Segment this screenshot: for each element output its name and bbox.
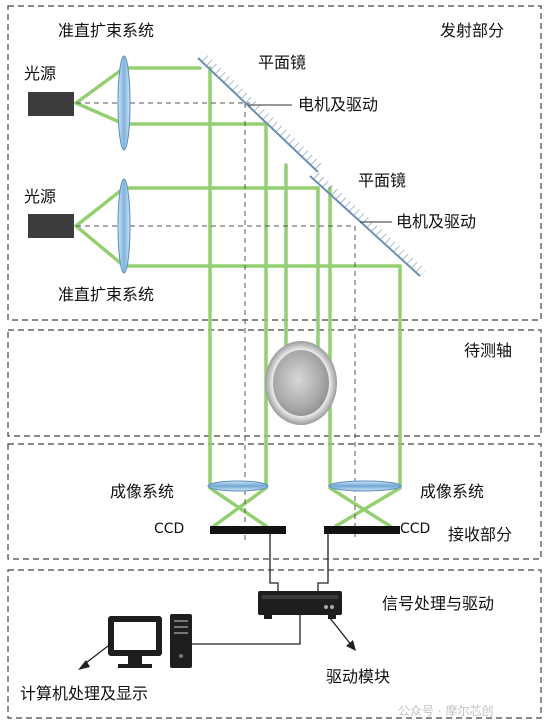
section-title-signal: 信号处理与驱动 [382, 594, 494, 613]
watermark: 公众号 · 摩尔芯创 [398, 703, 493, 718]
laser-beams [74, 66, 402, 528]
light-source-1 [28, 92, 74, 116]
label-motor-1: 电机及驱动 [298, 95, 378, 114]
beam-fan-bottom-2 [74, 224, 126, 268]
section-title-axis: 待测轴 [464, 341, 512, 360]
shaft-core [273, 350, 329, 416]
label-light-source-2: 光源 [24, 187, 56, 206]
label-drive-module: 驱动模块 [326, 667, 390, 686]
label-mirror-1: 平面镜 [258, 53, 306, 72]
label-ccd-left: CCD [154, 521, 184, 537]
signal-wires [190, 534, 329, 645]
beam-focus-left-2 [212, 486, 268, 528]
ccd-sensor-right [324, 526, 400, 534]
beam-fan-top-1 [74, 66, 126, 105]
arrow-to-drive-module [329, 617, 353, 647]
label-ccd-right: CCD [400, 521, 430, 537]
beam-focus-right-1 [328, 486, 392, 528]
imaging-lens-left [207, 480, 269, 492]
axis-section-frame [7, 329, 542, 437]
light-source-2 [28, 214, 74, 238]
label-light-source-1: 光源 [24, 64, 56, 83]
beam-fan-top-2 [74, 101, 126, 126]
section-title-transmit: 发射部分 [440, 21, 504, 40]
label-imaging-right: 成像系统 [420, 482, 484, 501]
label-collimator-bottom: 准直扩束系统 [58, 285, 154, 304]
mirror-2 [309, 170, 426, 277]
label-motor-2: 电机及驱动 [396, 212, 476, 231]
label-imaging-left: 成像系统 [110, 482, 174, 501]
section-title-receive: 接收部分 [448, 525, 512, 544]
drive-module-device [258, 591, 342, 619]
label-collimator-top: 准直扩束系统 [58, 21, 154, 40]
collimator-lens-1 [117, 55, 131, 151]
ccd-sensor-left [210, 526, 286, 534]
computer-icon [108, 614, 192, 668]
arrow-head-computer [78, 660, 90, 670]
label-computer: 计算机处理及显示 [20, 684, 148, 703]
beam-focus-right-2 [334, 486, 402, 528]
label-mirror-2: 平面镜 [358, 171, 406, 190]
mirror-1 [197, 52, 324, 173]
beam-fan-bottom-1 [74, 186, 126, 228]
transmit-section-frame [7, 5, 542, 321]
collimator-lens-2 [117, 178, 131, 274]
imaging-lens-right [328, 480, 402, 492]
receive-section-frame [7, 443, 542, 560]
arrow-head-drive [346, 640, 356, 651]
